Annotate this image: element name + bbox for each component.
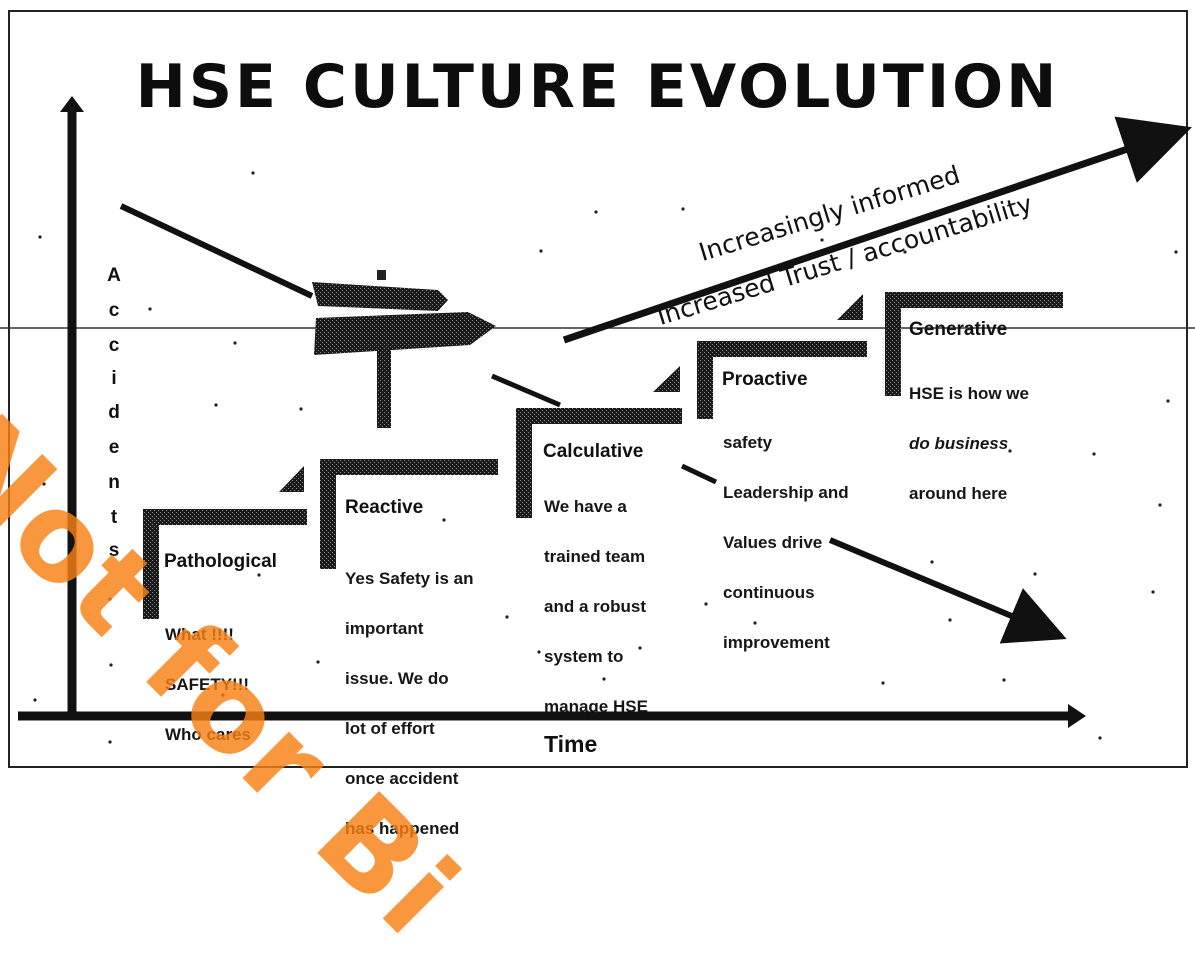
stage-generative-description: HSE is how we do business around here	[909, 356, 1029, 531]
y-axis-letter: n	[108, 472, 120, 493]
y-axis-letter: t	[110, 507, 118, 528]
y-axis-letter: i	[111, 368, 117, 389]
y-axis-letter: d	[108, 402, 120, 423]
diagram-graphics	[0, 96, 1195, 744]
stage-desc-line: issue. We do	[345, 669, 449, 688]
y-axis-letter: s	[108, 540, 120, 561]
y-axis-arrowhead	[60, 96, 84, 112]
stage-desc-line: HSE is how we	[909, 384, 1029, 403]
stage-desc-emphasis: do business	[909, 434, 1009, 453]
y-axis-letter: c	[108, 300, 120, 321]
trend-arrow-down-2	[828, 537, 1067, 644]
stage-desc-line: We have a	[544, 497, 627, 516]
trend-arrow-down-1	[680, 463, 718, 485]
stage-desc-line: around here	[909, 484, 1008, 503]
stage-desc-line: Yes Safety is an	[345, 569, 474, 588]
stage-desc-line: manage HSE	[544, 697, 648, 716]
step-calculative	[516, 366, 682, 518]
scan-noise	[33, 171, 1178, 744]
stage-desc-line: SAFETY!!!	[165, 675, 250, 694]
stage-desc-line: safety	[723, 433, 773, 452]
stage-calculative-description: We have a trained team and a robust syst…	[544, 469, 648, 744]
diagram-frame	[8, 10, 1188, 768]
stage-desc-line: Who cares	[165, 725, 251, 744]
stage-proactive-title: Proactive	[722, 369, 808, 390]
step-pathological	[143, 466, 307, 619]
step-reactive	[320, 459, 498, 569]
stage-desc-line: Values drive	[723, 533, 823, 552]
step-generative	[885, 292, 1063, 396]
y-axis-letter: e	[108, 437, 120, 458]
stage-pathological-title: Pathological	[164, 551, 277, 572]
stage-desc-line: improvement	[723, 633, 830, 652]
stage-pathological-description: What !!!! SAFETY!!! Who cares	[165, 597, 251, 772]
pointer-arrow-left	[119, 203, 314, 299]
y-axis-letter: c	[108, 335, 120, 356]
stage-desc-line: What !!!!	[165, 625, 234, 644]
stage-reactive-title: Reactive	[345, 497, 424, 518]
diagram-title: HSE CULTURE EVOLUTION	[135, 52, 1060, 122]
stage-desc-line: lot of effort	[345, 719, 435, 738]
step-proactive	[697, 294, 867, 419]
stage-generative-title: Generative	[909, 319, 1008, 340]
signpost	[312, 270, 496, 428]
stage-desc-line: important	[345, 619, 424, 638]
pointer-arrow-mid	[491, 373, 561, 408]
stage-desc-line: trained team	[544, 547, 646, 566]
stage-calculative-title: Calculative	[543, 441, 644, 462]
stage-desc-line: and a robust	[544, 597, 647, 616]
stage-desc-line: system to	[544, 647, 624, 666]
stage-desc-line: Leadership and	[723, 483, 849, 502]
x-axis-arrowhead	[1068, 704, 1086, 728]
x-axis-label: Time	[544, 731, 598, 757]
stage-desc-line: continuous	[723, 583, 815, 602]
trend-arrow-up	[562, 116, 1192, 344]
y-axis-letter: A	[107, 265, 121, 286]
stage-desc-line: do business	[909, 431, 1029, 456]
stage-proactive-description: safety Leadership and Values drive conti…	[723, 405, 849, 680]
